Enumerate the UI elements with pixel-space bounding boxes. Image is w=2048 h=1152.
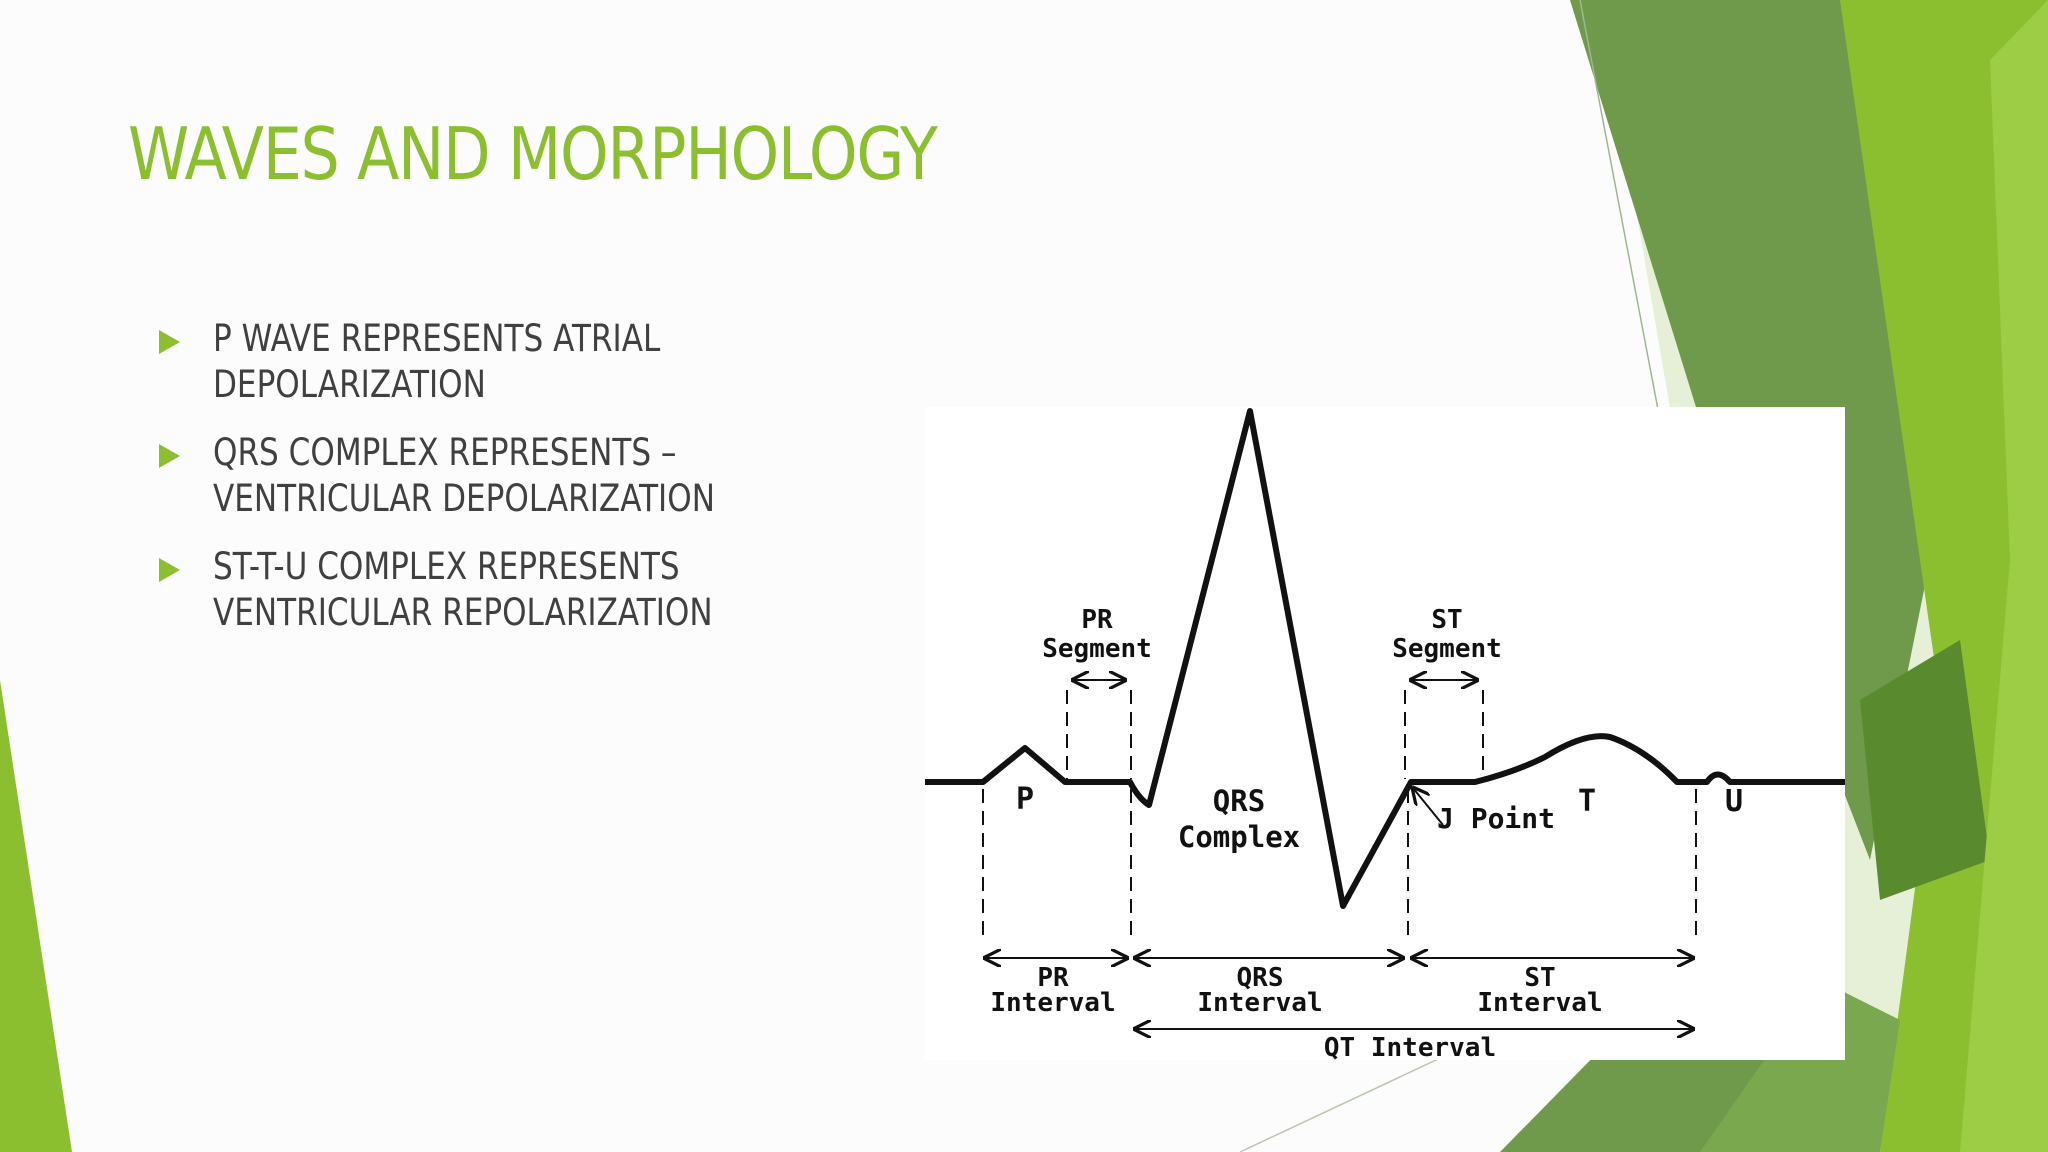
bullet-text-line: QRS COMPLEX REPRESENTS – <box>213 431 677 474</box>
bullet-text-line: DEPOLARIZATION <box>213 363 486 406</box>
bullet-item: QRS COMPLEX REPRESENTS – VENTRICULAR DEP… <box>155 430 855 522</box>
bullet-arrow-icon <box>159 330 180 354</box>
bullet-text-line: VENTRICULAR REPOLARIZATION <box>213 591 713 634</box>
bullet-list: P WAVE REPRESENTS ATRIAL DEPOLARIZATION … <box>155 316 855 658</box>
pr-interval-label: Interval <box>990 988 1115 1018</box>
bullet-text-line: VENTRICULAR DEPOLARIZATION <box>213 477 715 520</box>
bullet-text-line: ST-T-U COMPLEX REPRESENTS <box>213 545 680 588</box>
slide-title: WAVES AND MORPHOLOGY <box>128 112 938 196</box>
qrs-complex-label: QRS <box>1213 784 1265 818</box>
qrs-interval-label: Interval <box>1197 988 1322 1018</box>
bullet-item: P WAVE REPRESENTS ATRIAL DEPOLARIZATION <box>155 316 855 408</box>
st-interval-label: Interval <box>1477 988 1602 1018</box>
bullet-arrow-icon <box>159 444 180 468</box>
p-wave-label: P <box>1016 782 1034 817</box>
j-point-pointer <box>1413 788 1444 826</box>
bullet-text-line: P WAVE REPRESENTS ATRIAL <box>213 317 661 360</box>
pr-segment-label: PR <box>1081 605 1113 635</box>
right-facet-bright <box>1960 0 2048 1152</box>
left-facet-green <box>0 680 72 1152</box>
j-point-label: J Point <box>1437 802 1555 835</box>
pr-segment-label: Segment <box>1042 634 1152 664</box>
ecg-diagram: PR Segment ST Segment P QRS Complex J Po… <box>925 407 1845 1060</box>
bullet-item: ST-T-U COMPLEX REPRESENTS VENTRICULAR RE… <box>155 544 855 636</box>
ecg-trace <box>925 408 1845 909</box>
st-segment-label: ST <box>1431 605 1462 635</box>
st-interval-label: ST <box>1524 963 1555 993</box>
qrs-interval-label: QRS <box>1237 963 1284 993</box>
right-thin-line <box>1579 0 1661 421</box>
right-facet-deep <box>1860 640 1990 900</box>
pr-interval-label: PR <box>1037 963 1069 993</box>
st-segment-label: Segment <box>1392 634 1502 664</box>
qrs-complex-label: Complex <box>1178 820 1300 854</box>
bullet-arrow-icon <box>159 558 180 582</box>
u-wave-label: U <box>1725 784 1743 819</box>
t-wave-label: T <box>1578 784 1596 819</box>
qt-interval-label: QT Interval <box>1324 1033 1496 1060</box>
bottom-facet-green <box>1700 980 1900 1152</box>
